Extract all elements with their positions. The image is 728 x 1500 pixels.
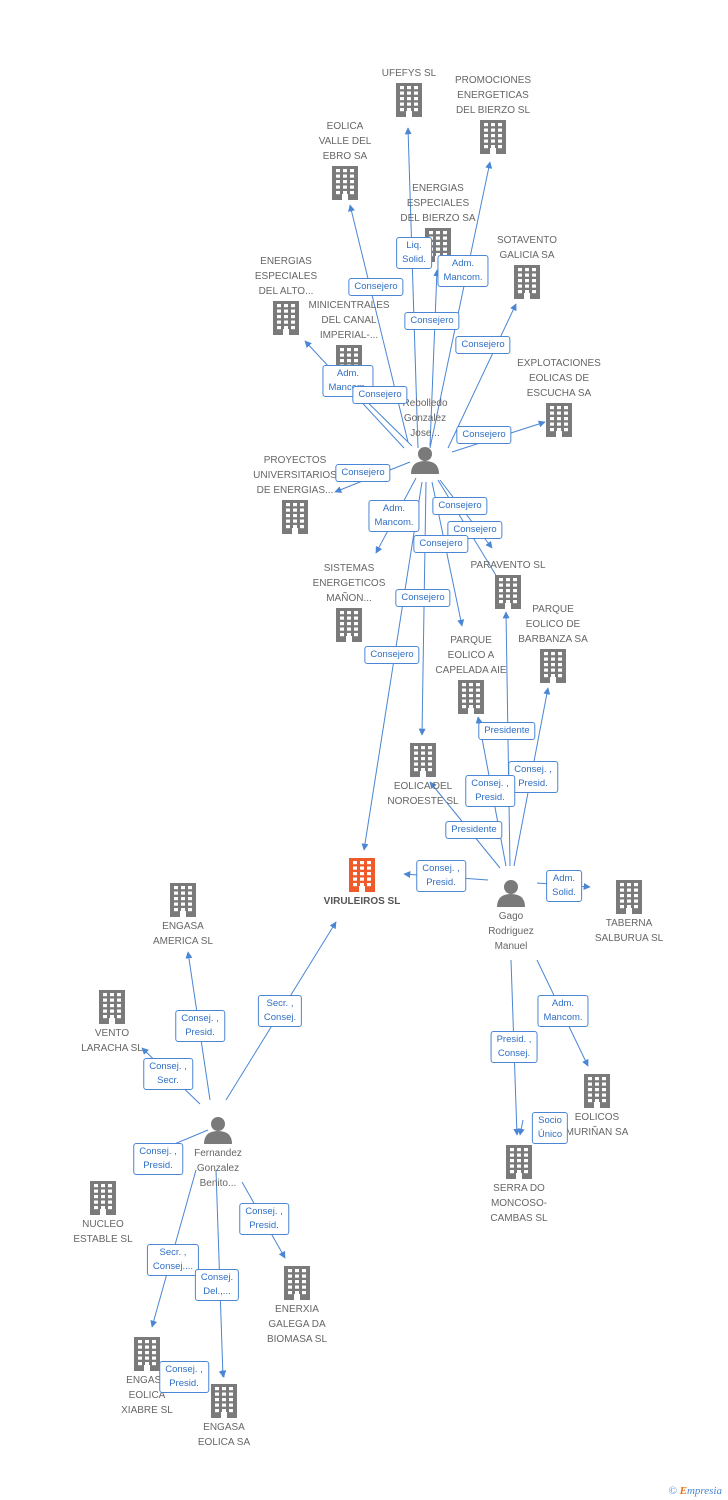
building-icon-engasa_america[interactable] — [170, 883, 196, 917]
edge-rebolledo-ufefys — [404, 127, 419, 449]
node-label-fernandez[interactable]: Fernandez Gonzalez Benito... — [194, 1148, 242, 1189]
edge-label-gago-serra_moncoso[interactable]: Presid. , Consej. — [490, 1031, 538, 1063]
edge-label-fernandez-vento_laracha[interactable]: Consej. , Secr. — [143, 1058, 193, 1090]
building-icon-enerxia[interactable] — [284, 1266, 310, 1300]
building-icon-capelada[interactable] — [458, 680, 484, 714]
building-icon-eolica_noroeste[interactable] — [410, 743, 436, 777]
edge-label-fernandez-nucleo[interactable]: Consej. , Presid. — [133, 1143, 183, 1175]
edge-fernandez-engasa_eolica — [218, 1369, 226, 1378]
edge-label-fernandez-engasa_eolica[interactable]: Consej. , Presid. — [159, 1361, 209, 1393]
node-label-ufefys[interactable]: UFEFYS SL — [381, 68, 437, 79]
person-icon-gago[interactable] — [497, 880, 525, 907]
edge-label-gago-eolicos_murinan[interactable]: Adm. Mancom. — [537, 995, 589, 1027]
node-label-explotaciones[interactable]: EXPLOTACIONES EOLICAS DE ESCUCHA SA — [517, 358, 601, 399]
node-label-barbanza[interactable]: PARQUE EOLICO DE BARBANZA SA — [518, 604, 588, 645]
edge-rebolledo-energias_bierzo — [429, 269, 441, 447]
edge-label-rebolledo-paravento[interactable]: Consejero — [432, 497, 488, 515]
node-label-viruleiros[interactable]: VIRULEIROS SL — [323, 896, 401, 907]
building-icon-engasa_xiabre[interactable] — [134, 1337, 160, 1371]
edge-rebolledo-sotavento — [447, 303, 517, 449]
edge-label-rebolledo-energias_bierzo[interactable]: Consejero — [404, 312, 460, 330]
node-label-vento_laracha[interactable]: VENTO LARACHA SL — [81, 1028, 143, 1054]
copyright-symbol: © — [668, 1485, 677, 1497]
edge-label-rebolledo-sotavento[interactable]: Consejero — [455, 336, 511, 354]
building-icon-proyectos[interactable] — [282, 500, 308, 534]
node-label-minicentrales[interactable]: MINICENTRALES DEL CANAL IMPERIAL-... — [308, 300, 390, 341]
edge-label-rebolledo-eolica_noroeste[interactable]: Consejero — [395, 589, 451, 607]
node-label-rebolledo[interactable]: Rebolledo Gonzalez Jose... — [402, 398, 448, 439]
building-icon-engasa_eolica[interactable] — [211, 1384, 237, 1418]
node-label-nucleo[interactable]: NUCLEO ESTABLE SL — [73, 1219, 133, 1245]
building-icon-eolica_valle[interactable] — [332, 166, 358, 200]
person-icon-fernandez[interactable] — [204, 1117, 232, 1144]
building-icon-explotaciones[interactable] — [546, 403, 572, 437]
building-icon-sistemas[interactable] — [336, 608, 362, 642]
edge-label-fernandez-engasa_eolica[interactable]: Consej. Del.,... — [194, 1269, 240, 1301]
node-label-capelada[interactable]: PARQUE EOLICO A CAPELADA AIE — [435, 635, 507, 676]
edge-label-rebolledo-barbanza[interactable]: Consejero — [447, 521, 503, 539]
node-label-promociones[interactable]: PROMOCIONES ENERGETICAS DEL BIERZO SL — [454, 75, 532, 116]
edge-label-gago-barbanza[interactable]: Consej. , Presid. — [508, 761, 558, 793]
edge-label-rebolledo-capelada[interactable]: Consejero — [413, 535, 469, 553]
building-icon-viruleiros[interactable] — [349, 858, 375, 892]
edge-label-rebolledo-minicentrales[interactable]: Consejero — [352, 386, 408, 404]
node-label-paravento[interactable]: PARAVENTO SL — [470, 560, 546, 571]
edge-rebolledo-promociones — [429, 161, 493, 449]
building-icon-paravento[interactable] — [495, 575, 521, 609]
building-icon-nucleo[interactable] — [90, 1181, 116, 1215]
edge-label-rebolledo-ufefys[interactable]: Liq. Solid. — [396, 237, 432, 269]
node-label-eolica_noroeste[interactable]: EOLICA DEL NOROESTE SL — [387, 781, 459, 807]
node-label-eolicos_murinan[interactable]: EOLICOS MURIÑAN SA — [565, 1112, 629, 1138]
building-icon-taberna[interactable] — [616, 880, 642, 914]
edge-label-gago-taberna[interactable]: Adm. Solid. — [546, 870, 582, 902]
node-label-sistemas[interactable]: SISTEMAS ENERGETICOS MAÑON... — [312, 563, 386, 604]
edge-label-fernandez-engasa_xiabre[interactable]: Secr. , Consej.... — [146, 1244, 200, 1276]
node-label-gago[interactable]: Gago Rodriguez Manuel — [488, 911, 534, 952]
edge-label-rebolledo-viruleiros[interactable]: Consejero — [364, 646, 420, 664]
edge-label-gago-serra_moncoso[interactable]: Socio Único — [531, 1112, 569, 1144]
edge-label-rebolledo-proyectos[interactable]: Consejero — [335, 464, 391, 482]
node-label-eolica_valle[interactable]: EOLICA VALLE DEL EBRO SA — [318, 121, 372, 162]
building-icon-promociones[interactable] — [480, 120, 506, 154]
edge-label-rebolledo-promociones[interactable]: Adm. Mancom. — [437, 255, 489, 287]
node-label-energias_alto[interactable]: ENERGIAS ESPECIALES DEL ALTO... — [254, 256, 318, 297]
node-label-engasa_xiabre[interactable]: ENGASA EOLICA XIABRE SL — [121, 1375, 173, 1416]
edge-label-fernandez-engasa_america[interactable]: Consej. , Presid. — [175, 1010, 225, 1042]
person-icon-rebolledo[interactable] — [411, 447, 439, 474]
edge-rebolledo-viruleiros — [361, 481, 423, 851]
edge-label-rebolledo-sistemas[interactable]: Adm. Mancom. — [368, 500, 420, 532]
building-icon-eolicos_murinan[interactable] — [584, 1074, 610, 1108]
edge-label-gago-paravento[interactable]: Presidente — [478, 722, 536, 740]
empresia-footer: © Empresia — [669, 1485, 723, 1497]
node-label-proyectos[interactable]: PROYECTOS UNIVERSITARIOS DE ENERGIAS... — [253, 455, 337, 496]
node-label-enerxia[interactable]: ENERXIA GALEGA DA BIOMASA SL — [266, 1304, 328, 1345]
edge-rebolledo-eolica_noroeste — [418, 481, 427, 736]
brand-initial: E — [679, 1485, 687, 1497]
edge-label-rebolledo-explotaciones[interactable]: Consejero — [456, 426, 512, 444]
building-icon-ufefys[interactable] — [396, 83, 422, 117]
node-label-serra_moncoso[interactable]: SERRA DO MONCOSO- CAMBAS SL — [490, 1183, 548, 1224]
brand-name: mpresia — [686, 1485, 722, 1497]
node-label-energias_bierzo[interactable]: ENERGIAS ESPECIALES DEL BIERZO SA — [400, 183, 476, 224]
edge-label-gago-viruleiros[interactable]: Consej. , Presid. — [416, 860, 466, 892]
edge-label-rebolledo-eolica_valle[interactable]: Consejero — [348, 278, 404, 296]
node-label-taberna[interactable]: TABERNA SALBURUA SL — [594, 918, 664, 944]
edge-label-fernandez-viruleiros[interactable]: Secr. , Consej. — [257, 995, 303, 1027]
edge-label-gago-capelada[interactable]: Consej. , Presid. — [465, 775, 515, 807]
edge-label-fernandez-enerxia[interactable]: Consej. , Presid. — [239, 1203, 289, 1235]
building-icon-barbanza[interactable] — [540, 649, 566, 683]
icons-layer — [90, 83, 642, 1418]
edge-label-gago-eolica_noroeste[interactable]: Presidente — [445, 821, 503, 839]
building-icon-serra_moncoso[interactable] — [506, 1145, 532, 1179]
edge-gago-serra_moncoso — [517, 1119, 525, 1136]
node-label-engasa_america[interactable]: ENGASA AMERICA SL — [152, 921, 214, 947]
node-label-engasa_eolica[interactable]: ENGASA EOLICA SA — [197, 1422, 251, 1448]
building-icon-vento_laracha[interactable] — [99, 990, 125, 1024]
building-icon-energias_alto[interactable] — [273, 301, 299, 335]
building-icon-sotavento[interactable] — [514, 265, 540, 299]
node-label-sotavento[interactable]: SOTAVENTO GALICIA SA — [496, 235, 557, 261]
